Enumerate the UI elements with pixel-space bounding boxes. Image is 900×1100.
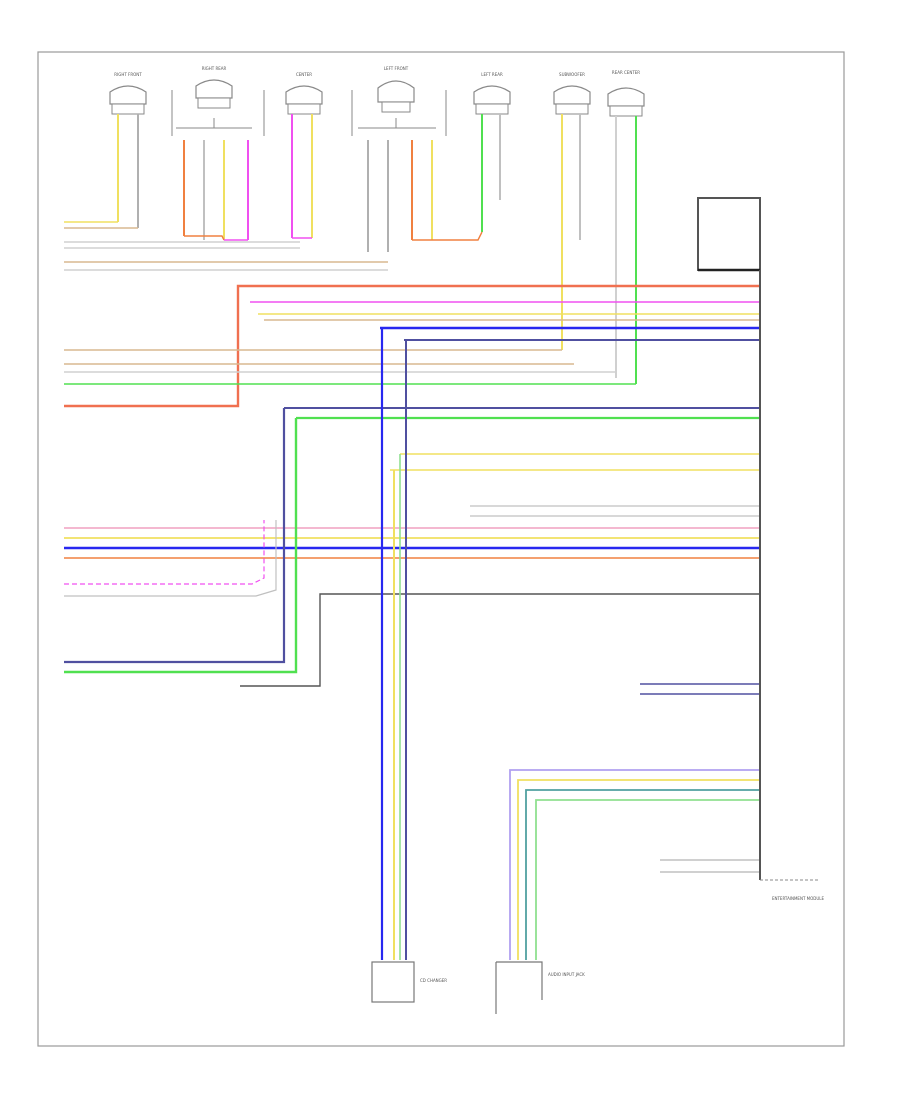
speaker-connector-6: SUBWOOFER xyxy=(553,72,591,115)
cd-changer-label: CD CHANGER xyxy=(420,978,447,983)
entertainment-module-connector: ENTERTAINMENT MODULE xyxy=(759,270,825,901)
speaker-lead-loops xyxy=(184,231,483,241)
speaker-label-3: CENTER xyxy=(296,72,312,77)
speaker-label-2: RIGHT REAR xyxy=(202,66,227,71)
sensor-module xyxy=(697,197,761,272)
module-stub-wires xyxy=(640,683,760,873)
speaker-connector-3: CENTER xyxy=(285,72,323,115)
left-mid-harness xyxy=(64,505,760,597)
speaker-leads xyxy=(117,114,637,384)
module-label-line-1: ENTERTAINMENT MODULE xyxy=(772,896,825,901)
cd-changer-wires xyxy=(380,328,407,960)
speaker-connector-4: LEFT FRONT xyxy=(377,66,415,113)
speaker-label-4: LEFT FRONT xyxy=(384,66,409,71)
speaker-connector-5: LEFT REAR xyxy=(473,72,511,115)
cd-changer-connector: CD CHANGER xyxy=(371,961,447,1003)
diagram-frame xyxy=(37,51,845,1047)
speaker-label-1: RIGHT FRONT xyxy=(114,72,142,77)
audio-input-wires xyxy=(509,769,760,960)
speaker-label-6: SUBWOOFER xyxy=(559,72,585,77)
main-bus-wires xyxy=(64,284,760,471)
audio-input-label: AUDIO INPUT JACK xyxy=(548,972,585,977)
speaker-connector-7: REAR CENTER xyxy=(607,70,645,117)
speaker-connector-2: RIGHT REAR xyxy=(195,66,233,109)
left-top-harness xyxy=(64,221,388,271)
speaker-group-brackets xyxy=(171,90,447,136)
audio-input-connector: AUDIO INPUT JACK xyxy=(495,961,585,1014)
left-lower-harness xyxy=(64,408,760,687)
speaker-label-7: REAR CENTER xyxy=(612,70,640,75)
speaker-connector-1: RIGHT FRONT xyxy=(109,72,147,115)
speaker-label-5: LEFT REAR xyxy=(481,72,503,77)
